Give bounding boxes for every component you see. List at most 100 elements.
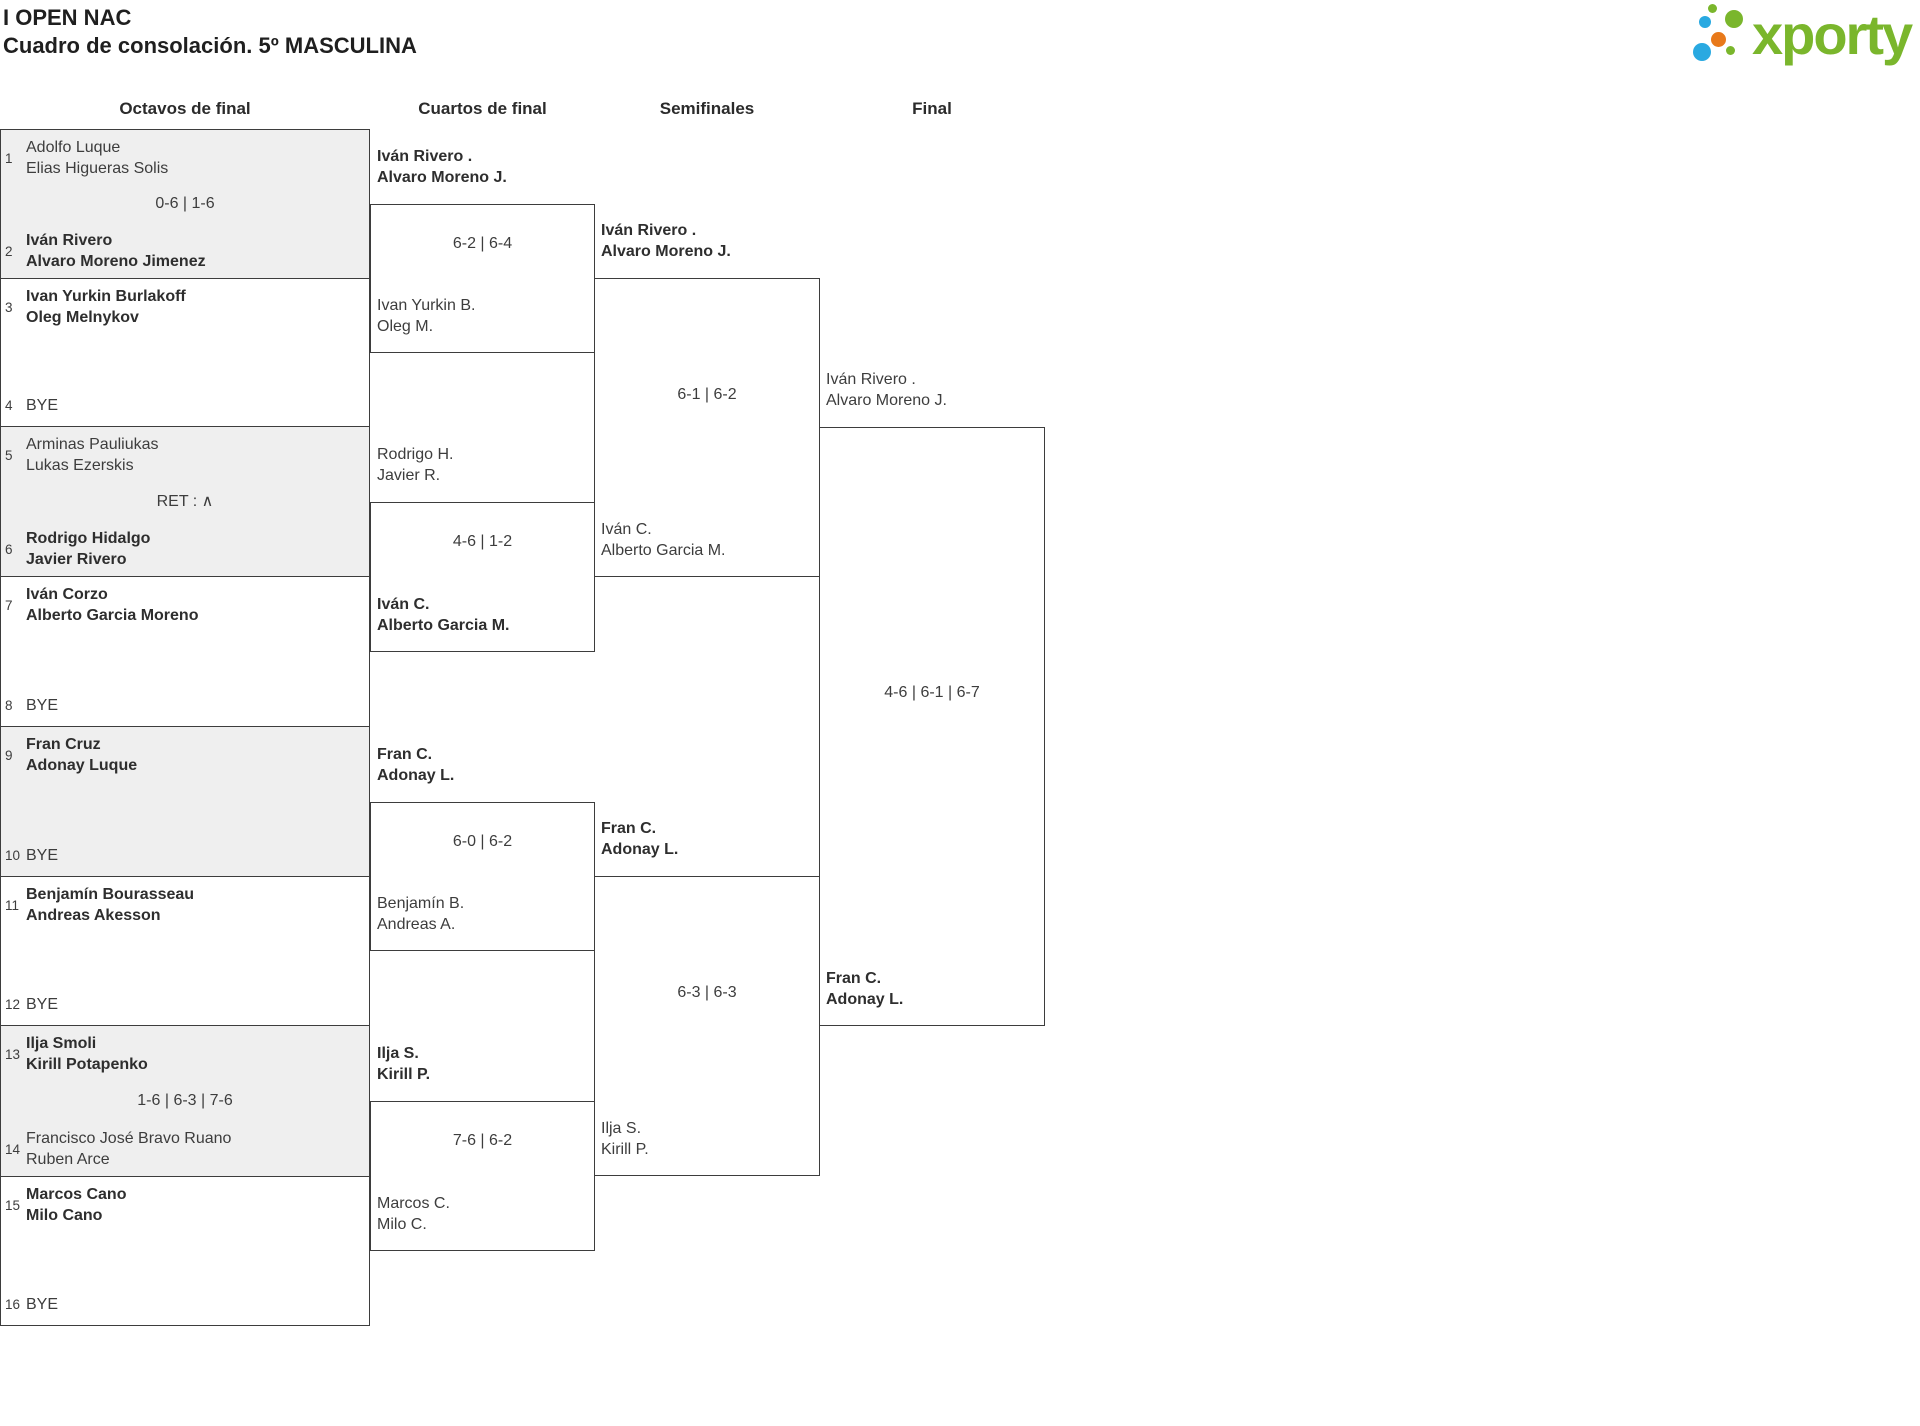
- team-name-line: Alberto Garcia M.: [601, 542, 726, 559]
- advancing-team-label: Ivan Yurkin B. Oleg M.: [377, 295, 475, 337]
- team-name-line: Fran C.: [377, 746, 433, 763]
- match-score: 6-1 | 6-2: [677, 386, 737, 403]
- team-name-line: Fran C.: [601, 820, 657, 837]
- team-name-line: Benjamín B.: [377, 895, 465, 912]
- team-name-line: Arminas Pauliukas: [26, 436, 159, 453]
- seed-number: 14: [5, 1141, 21, 1157]
- quarterfinals-match-box-4: [370, 1101, 595, 1251]
- team-name-line: Kirill P.: [377, 1066, 431, 1083]
- team-name-line: Fran C.: [826, 970, 882, 987]
- team-name-line: Rodrigo H.: [377, 446, 454, 463]
- match-score: 4-6 | 1-2: [452, 533, 513, 550]
- team-name-line: Adonay L.: [601, 841, 679, 858]
- team-name-line: Lukas Ezerskis: [26, 457, 134, 474]
- column-header-semifinales: Semifinales: [659, 99, 755, 118]
- bracket-subtitle: Cuadro de consolación. 5º MASCULINA: [3, 33, 417, 58]
- team-name-line: Iván Rivero .: [377, 148, 473, 165]
- advancing-team-label: Benjamín B. Andreas A.: [377, 893, 464, 935]
- r16-match-box-1: [0, 129, 370, 279]
- seed-number: 4: [5, 398, 13, 413]
- team-names: BYE: [26, 845, 58, 866]
- team-name-line: Kirill Potapenko: [26, 1056, 148, 1073]
- team-name-line: BYE: [26, 996, 59, 1013]
- advancing-team-label: Ilja S.Kirill P.: [601, 1118, 649, 1160]
- team-names: BYE: [26, 1294, 58, 1315]
- advancing-team-label: Ilja S. Kirill P.: [377, 1043, 430, 1085]
- seed-number: 16: [5, 1297, 21, 1312]
- match-score: 6-3 | 6-3: [677, 984, 737, 1001]
- team-name-line: BYE: [26, 1296, 59, 1313]
- match-score: RET : ∧: [156, 493, 214, 510]
- team-name-line: Marcos Cano: [26, 1186, 127, 1203]
- r16-match-box-8: [0, 1176, 370, 1326]
- team-name-line: Iván Corzo: [26, 586, 108, 603]
- tournament-title: I OPEN NAC: [3, 5, 132, 30]
- team-name-line: Adonay Luque: [26, 757, 138, 774]
- team-names: BYE: [26, 395, 58, 416]
- team-name-line: Alvaro Moreno Jimenez: [26, 253, 206, 270]
- team-name-line: Andreas A.: [377, 916, 456, 933]
- team-name-line: Iván C.: [377, 596, 430, 613]
- logo-dot-green-large: [1725, 10, 1743, 28]
- team-name-line: Adonay L.: [377, 767, 455, 784]
- logo-dot-green-small-bottom: [1726, 46, 1735, 55]
- seed-number: 8: [5, 698, 13, 713]
- advancing-team-label: Rodrigo H. Javier R.: [377, 444, 453, 486]
- team-name-line: Rodrigo Hidalgo: [26, 530, 151, 547]
- match-score: 4-6 | 6-1 | 6-7: [884, 684, 980, 701]
- team-name-line: Adonay L.: [826, 991, 904, 1008]
- team-names: BYE: [26, 695, 58, 716]
- team-name-line: Kirill P.: [601, 1141, 649, 1158]
- team-name-line: Ivan Yurkin B.: [377, 297, 476, 314]
- advancing-team-label: Fran C. Adonay L.: [826, 968, 903, 1010]
- column-header-cuartos: Cuartos de final: [418, 99, 547, 118]
- match-score: 7-6 | 6-2: [452, 1132, 513, 1149]
- advancing-team-label: Fran C. Adonay L.: [377, 744, 454, 786]
- team-name-line: Milo C.: [377, 1216, 427, 1233]
- advancing-team-label: Iván C. Alberto Garcia M.: [601, 519, 725, 561]
- xporty-logo: xporty: [1690, 2, 1916, 76]
- team-name-line: Oleg M.: [377, 318, 434, 335]
- advancing-team-label: Fran C. Adonay L.: [601, 818, 678, 860]
- seed-number: 5: [5, 447, 13, 463]
- team-name-line: Ivan Yurkin Burlakoff: [26, 288, 186, 305]
- r16-match-box-5: [0, 726, 370, 877]
- team-name-line: Ilja S.: [377, 1045, 419, 1062]
- advancing-team-label: Iván Rivero .Alvaro Moreno J.: [601, 220, 731, 262]
- team-name-line: Francisco José Bravo Ruano: [26, 1130, 232, 1147]
- team-names: BYE: [26, 994, 58, 1015]
- team-name-line: Fran Cruz: [26, 736, 101, 753]
- team-name-line: Javier R.: [377, 467, 441, 484]
- column-header-octavos: Octavos de final: [119, 99, 251, 118]
- seed-number: 6: [5, 541, 13, 557]
- semifinals-match-box-2: [594, 876, 820, 1176]
- team-name-line: Milo Cano: [26, 1207, 103, 1224]
- team-name-line: Oleg Melnykov: [26, 309, 139, 326]
- team-name-line: Iván C.: [601, 521, 652, 538]
- team-name-line: Alberto Garcia M.: [377, 617, 510, 634]
- advancing-team-label: Marcos C.Milo C.: [377, 1193, 450, 1235]
- advancing-team-label: Iván Rivero .Alvaro Moreno J.: [826, 369, 947, 411]
- seed-number: 2: [5, 243, 13, 259]
- team-row: 8 BYE: [0, 695, 370, 716]
- match-score: 6-0 | 6-2: [452, 833, 513, 850]
- team-name-line: Ilja Smoli: [26, 1035, 97, 1052]
- quarterfinals-match-box-2: [370, 502, 595, 652]
